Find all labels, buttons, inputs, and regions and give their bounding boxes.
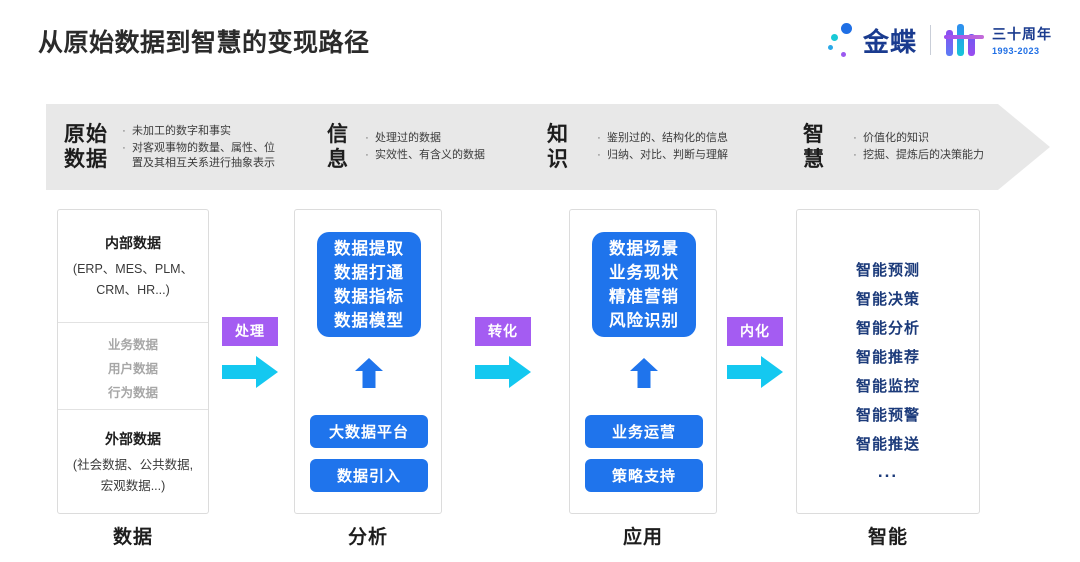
- connector-label: 内化: [727, 317, 783, 346]
- internal-data-heading: 内部数据: [105, 235, 161, 251]
- dikw-banner: 原始 数据 · 未加工的数字和事实 · 对客观事物的数量、属性、位置及其相互关系…: [46, 104, 1050, 190]
- intelligence-ellipsis: ...: [877, 462, 899, 481]
- application-capability-box[interactable]: 数据场景 业务现状 精准营销 风险识别: [592, 232, 696, 337]
- bullet-dot-icon: ·: [365, 149, 369, 161]
- application-pill-strategy[interactable]: 策略支持: [585, 459, 703, 492]
- up-arrow-icon: [355, 358, 383, 388]
- intelligence-item: 智能预测: [855, 262, 920, 279]
- analysis-pill-ingest[interactable]: 数据引入: [310, 459, 428, 492]
- right-arrow-icon: [727, 355, 783, 389]
- bullet-dot-icon: ·: [597, 132, 601, 144]
- banner-bullet: · 挖掘、提炼后的决策能力: [847, 148, 984, 163]
- banner-bullet: · 价值化的知识: [847, 131, 984, 146]
- bullet-dot-icon: ·: [365, 132, 369, 144]
- banner-item-bullets: · 价值化的知识 · 挖掘、提炼后的决策能力: [847, 129, 984, 165]
- banner-item-bullets: · 未加工的数字和事实 · 对客观事物的数量、属性、位置及其相互关系进行抽象表示: [116, 122, 282, 173]
- anniversary-years: 1993-2023: [992, 46, 1040, 56]
- column-label-analysis: 分析: [347, 527, 388, 548]
- intelligence-item: 智能决策: [855, 291, 920, 308]
- banner-item-bullets: · 处理过的数据 · 实效性、有含义的数据: [359, 129, 485, 165]
- banner-bullet: · 未加工的数字和事实: [116, 124, 282, 139]
- external-data-heading: 外部数据: [105, 431, 161, 447]
- banner-item-title: 智 慧: [803, 123, 825, 171]
- card-analysis: 数据提取 数据打通 数据指标 数据模型 大数据平台 数据引入: [294, 209, 442, 514]
- connector-transformation: 转化: [475, 317, 531, 389]
- bullet-dot-icon: ·: [853, 132, 857, 144]
- card-application: 数据场景 业务现状 精准营销 风险识别 业务运营 策略支持: [569, 209, 717, 514]
- anniversary-text: 三十周年 1993-2023: [992, 24, 1052, 56]
- right-arrow-icon: [475, 355, 531, 389]
- column-label-data: 数据: [112, 527, 153, 548]
- bullet-dot-icon: ·: [853, 149, 857, 161]
- banner-bullet: · 对客观事物的数量、属性、位置及其相互关系进行抽象表示: [116, 141, 282, 171]
- banner-item-knowledge: 知 识 · 鉴别过的、结构化的信息 · 归纳、对比、判断与理解: [547, 104, 728, 190]
- up-arrow-icon: [630, 358, 658, 388]
- banner-item-bullets: · 鉴别过的、结构化的信息 · 归纳、对比、判断与理解: [591, 129, 728, 165]
- banner-item-title: 原始 数据: [64, 123, 108, 171]
- bullet-dot-icon: ·: [597, 149, 601, 161]
- banner-item-information: 信 息 · 处理过的数据 · 实效性、有含义的数据: [327, 104, 485, 190]
- connector-processing: 处理: [222, 317, 278, 389]
- connector-label: 转化: [475, 317, 531, 346]
- internal-data-detail: (ERP、MES、PLM、 CRM、HR...): [72, 262, 194, 297]
- analysis-pill-platform[interactable]: 大数据平台: [310, 415, 428, 448]
- anniversary-mark-icon: [944, 22, 984, 58]
- column-label-application: 应用: [622, 527, 663, 548]
- intelligence-item: 智能推荐: [855, 349, 920, 366]
- logo-divider: [930, 25, 931, 55]
- banner-bullet: · 处理过的数据: [359, 131, 485, 146]
- intelligence-item: 智能监控: [855, 378, 920, 395]
- column-label-intelligence: 智能: [867, 527, 908, 548]
- internal-data-section: 内部数据 (ERP、MES、PLM、 CRM、HR...): [58, 233, 208, 301]
- banner-bullet: · 鉴别过的、结构化的信息: [591, 131, 728, 146]
- banner-bullet: · 归纳、对比、判断与理解: [591, 148, 728, 163]
- anniversary-label: 三十周年: [992, 26, 1052, 42]
- card-divider: [58, 322, 208, 323]
- banner-item-title: 信 息: [327, 123, 349, 171]
- connector-label: 处理: [222, 317, 278, 346]
- banner-item-raw-data: 原始 数据 · 未加工的数字和事实 · 对客观事物的数量、属性、位置及其相互关系…: [64, 104, 282, 190]
- bullet-dot-icon: ·: [122, 124, 126, 137]
- application-pill-operations[interactable]: 业务运营: [585, 415, 703, 448]
- intelligence-item: 智能预警: [855, 407, 920, 424]
- card-divider: [58, 409, 208, 410]
- intelligence-item: 智能推送: [855, 436, 920, 453]
- banner-item-title: 知 识: [547, 123, 569, 171]
- analysis-capability-box[interactable]: 数据提取 数据打通 数据指标 数据模型: [317, 232, 421, 337]
- page-title: 从原始数据到智慧的变现路径: [38, 29, 370, 57]
- card-data: 内部数据 (ERP、MES、PLM、 CRM、HR...) 业务数据 用户数据 …: [57, 209, 209, 514]
- banner-item-wisdom: 智 慧 · 价值化的知识 · 挖掘、提炼后的决策能力: [803, 104, 984, 190]
- logo-dots-icon: [827, 21, 861, 59]
- card-intelligence: 智能预测 智能决策 智能分析 智能推荐 智能监控 智能预警 智能推送 ...: [796, 209, 980, 514]
- bullet-dot-icon: ·: [122, 141, 126, 154]
- external-data-section: 外部数据 (社会数据、公共数据, 宏观数据...): [58, 429, 208, 497]
- middle-data-section: 业务数据 用户数据 行为数据: [58, 333, 208, 405]
- middle-data-item: 业务数据: [107, 338, 158, 352]
- middle-data-item: 用户数据: [107, 362, 158, 376]
- intelligence-item: 智能分析: [855, 320, 920, 337]
- connector-internalization: 内化: [727, 317, 783, 389]
- brand-name: 金蝶: [862, 26, 917, 57]
- right-arrow-icon: [222, 355, 278, 389]
- kingdee-logo: 金蝶 三十周年 1993-2023: [827, 20, 1052, 60]
- external-data-detail: (社会数据、公共数据, 宏观数据...): [72, 458, 194, 493]
- middle-data-item: 行为数据: [107, 386, 158, 400]
- banner-bullet: · 实效性、有含义的数据: [359, 148, 485, 163]
